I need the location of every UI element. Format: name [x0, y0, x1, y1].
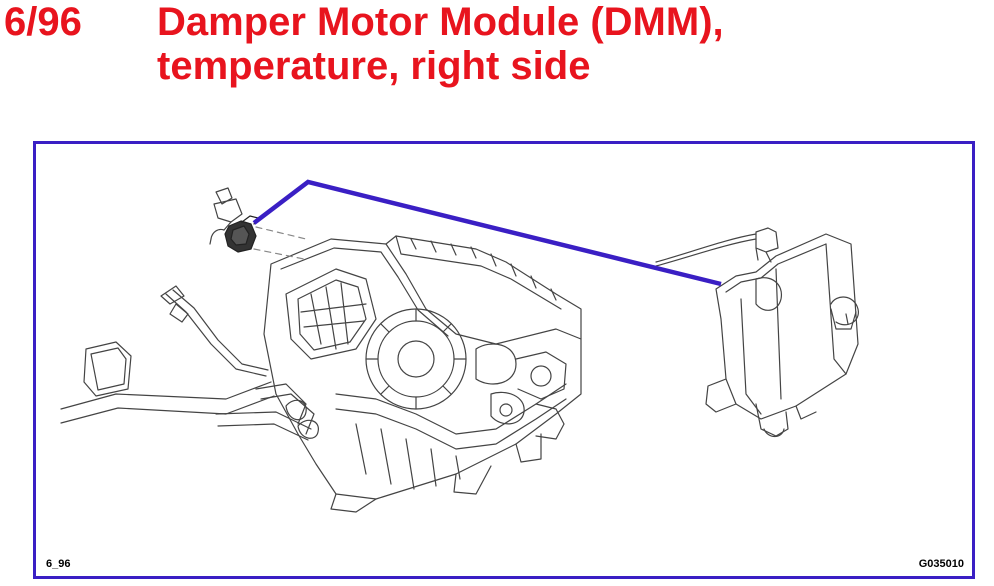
callout-leader-line	[252, 179, 722, 287]
hvac-illustration	[60, 179, 859, 513]
section-number: 6/96	[4, 0, 82, 44]
dmm-enlarged-view	[655, 227, 859, 438]
figure-frame: 6_96 G035010	[33, 141, 975, 579]
page-title-line-1: Damper Motor Module (DMM),	[157, 0, 724, 44]
page-title: Damper Motor Module (DMM), temperature, …	[157, 0, 977, 88]
figure-label-left: 6_96	[46, 558, 71, 570]
assembly-guide-lines	[253, 226, 307, 260]
refrigerant-pipes	[60, 285, 319, 441]
dmm-location-marker	[209, 187, 243, 245]
figure-label-right: G035010	[918, 558, 964, 570]
page-title-line-2: temperature, right side	[157, 44, 591, 88]
hvac-housing	[263, 235, 582, 513]
